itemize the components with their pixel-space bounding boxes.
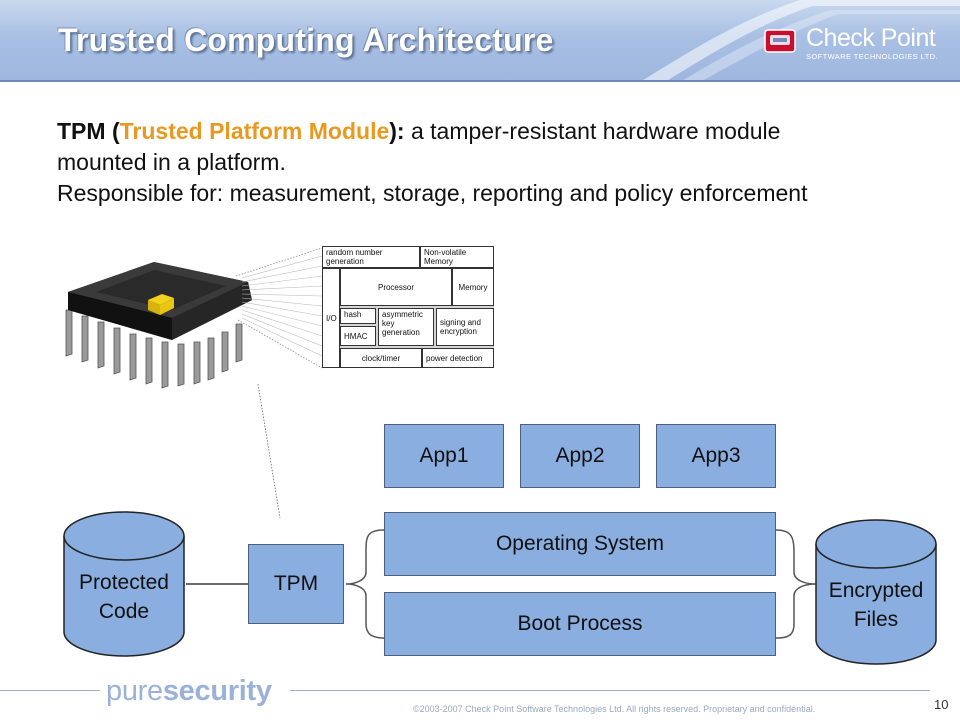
- slide-header: [0, 0, 960, 80]
- intro-text: TPM (Trusted Platform Module): a tamper-…: [57, 116, 807, 209]
- io-block: I/O: [322, 268, 340, 368]
- tpm-block-diagram: random number generation Non-volatile Me…: [322, 246, 494, 368]
- processor-block: Processor: [340, 268, 452, 306]
- protected-code-line-1: Protected: [79, 571, 169, 594]
- brand-security: security: [162, 675, 272, 707]
- copyright-text: ©2003-2007 Check Point Software Technolo…: [413, 704, 816, 714]
- puresecurity-brand: puresecurity: [106, 675, 272, 708]
- clock-timer-block: clock/timer: [340, 348, 422, 368]
- tpm-abbr: TPM: [57, 118, 106, 144]
- logo-subtitle: SOFTWARE TECHNOLOGIES LTD.: [806, 52, 938, 61]
- non-volatile-memory-block: Non-volatile Memory: [420, 246, 494, 268]
- encrypted-files-line-1: Encrypted: [828, 579, 924, 602]
- intro-line-3: Responsible for: measurement, storage, r…: [57, 180, 808, 206]
- brand-pure: pure: [106, 675, 163, 707]
- random-number-generation-block: random number generation: [322, 246, 420, 268]
- app1-box: App1: [384, 424, 504, 488]
- slide-title: Trusted Computing Architecture: [58, 22, 554, 58]
- encrypted-files-label: Encrypted Files: [816, 576, 936, 634]
- boot-process-box: Boot Process: [384, 592, 776, 656]
- hmac-block: HMAC: [340, 326, 376, 346]
- app2-box: App2: [520, 424, 640, 488]
- paren-close: ):: [389, 118, 405, 144]
- protected-code-label: Protected Code: [64, 568, 184, 626]
- tpm-chip-illustration: [65, 248, 323, 389]
- tpm-box: TPM: [248, 544, 344, 624]
- intro-line-2: mounted in a platform.: [57, 149, 286, 175]
- signing-encryption-block: signing and encryption: [436, 308, 494, 346]
- header-swoosh: [640, 0, 960, 82]
- power-detection-block: power detection: [422, 348, 494, 368]
- protected-code-line-2: Code: [98, 600, 150, 623]
- logo-name: Check Point: [806, 24, 936, 52]
- app3-box: App3: [656, 424, 776, 488]
- footer-line-left: [0, 690, 100, 691]
- intro-line-1: TPM (Trusted Platform Module): a tamper-…: [57, 116, 807, 147]
- tpm-full-name: Trusted Platform Module: [119, 118, 390, 144]
- paren-open: (: [105, 118, 120, 144]
- encrypted-files-line-2: Files: [853, 608, 899, 631]
- tpm-definition: a tamper-resistant hardware module: [404, 118, 781, 144]
- check-point-logo-icon: [764, 29, 796, 53]
- memory-block: Memory: [452, 268, 494, 306]
- footer-line-right: [290, 690, 930, 691]
- hash-block: hash: [340, 308, 376, 324]
- asymmetric-key-generation-block: asymmetric key generation: [378, 308, 434, 346]
- page-number: 10: [934, 697, 949, 712]
- operating-system-box: Operating System: [384, 512, 776, 576]
- header-divider: [0, 80, 960, 82]
